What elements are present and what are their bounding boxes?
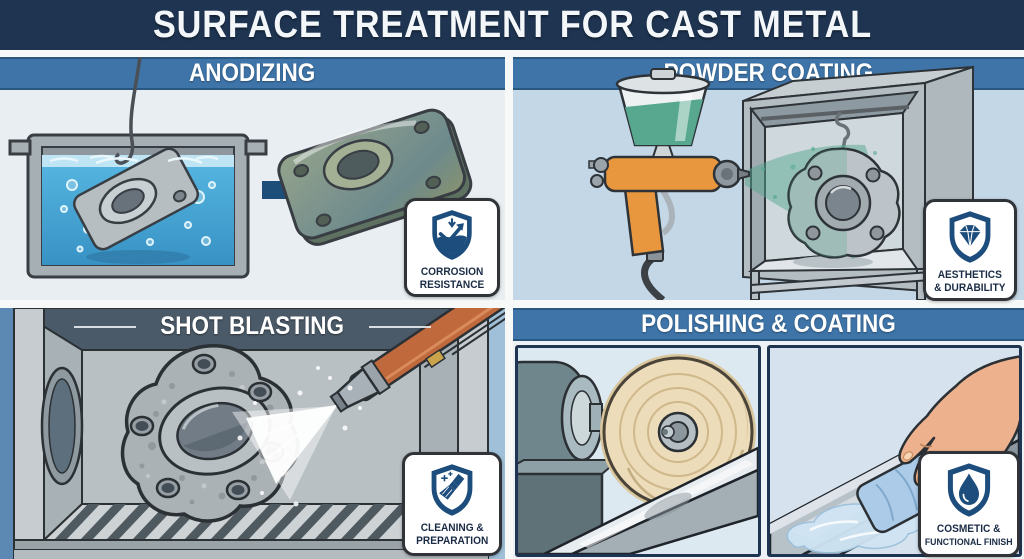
s-hook xyxy=(834,111,851,150)
shield-brush-icon xyxy=(431,464,473,516)
powder-coating-illustration xyxy=(588,65,974,300)
buffing-illustration xyxy=(518,354,758,554)
anodizing-tank xyxy=(8,57,268,279)
shield-droplet-icon xyxy=(947,463,991,517)
blast-spray xyxy=(232,366,362,507)
panel-anodizing: ANODIZING xyxy=(0,57,505,300)
badge-text: COSMETIC & FUNCTIONAL FINISH xyxy=(925,523,1013,548)
badge-text: CORROSION RESISTANCE xyxy=(419,266,485,291)
hanging-rod xyxy=(760,105,910,121)
badge-cosmetic-functional-finish: COSMETIC & FUNCTIONAL FINISH xyxy=(918,451,1020,557)
shield-diamond-icon xyxy=(949,211,991,263)
anodizing-header-banner: ANODIZING xyxy=(0,57,505,90)
polished-metal-bar xyxy=(543,446,758,554)
gun-body xyxy=(603,155,723,193)
badge-cleaning-preparation: CLEANING & PREPARATION xyxy=(402,452,502,556)
page-title: SURFACE TREATMENT FOR CAST METAL xyxy=(152,3,872,46)
shot-blasting-header-row: SHOT BLASTING xyxy=(0,312,505,341)
gun-handle xyxy=(623,183,665,257)
air-hose xyxy=(641,254,666,300)
buffing-subpanel xyxy=(515,345,761,557)
panel-shot-blasting: SHOT BLASTING xyxy=(0,308,505,559)
shot-blasting-header: SHOT BLASTING xyxy=(160,312,345,340)
gun-trigger xyxy=(660,189,675,236)
polishing-header-banner: POLISHING & COATING xyxy=(513,308,1024,341)
submerged-cast-part xyxy=(72,147,200,251)
paint-cup-liquid xyxy=(625,99,703,145)
polishing-header: POLISHING & COATING xyxy=(641,310,896,338)
shield-deflect-arrow-icon xyxy=(432,210,472,260)
buffing-motor xyxy=(518,360,645,554)
powder-coating-header-banner: POWDER COATING xyxy=(513,57,1024,90)
badge-text: AESTHETICS & DURABILITY xyxy=(934,269,1006,294)
title-band: SURFACE TREATMENT FOR CAST METAL xyxy=(0,0,1024,50)
badge-text: CLEANING & PREPARATION xyxy=(415,522,489,547)
anodizing-illustration xyxy=(8,57,473,279)
hanging-wire-hook xyxy=(114,57,142,165)
badge-corrosion-resistance: CORROSION RESISTANCE xyxy=(404,198,500,297)
panel-powder-coating: POWDER COATING xyxy=(513,57,1024,300)
bolt-holes xyxy=(129,353,285,501)
rough-cast-part xyxy=(120,344,300,523)
panel-polishing-coating: POLISHING & COATING xyxy=(513,308,1024,559)
shot-blasting-illustration xyxy=(0,308,505,559)
spray-gun xyxy=(588,68,750,300)
anodized-finished-part xyxy=(277,108,473,246)
header-rule-right xyxy=(368,325,431,328)
header-rule-left xyxy=(74,325,137,328)
anodizing-header: ANODIZING xyxy=(189,59,316,87)
badge-aesthetics-durability: AESTHETICS & DURABILITY xyxy=(923,199,1017,301)
blast-nozzle xyxy=(329,308,505,413)
hanging-cast-part xyxy=(787,147,901,259)
